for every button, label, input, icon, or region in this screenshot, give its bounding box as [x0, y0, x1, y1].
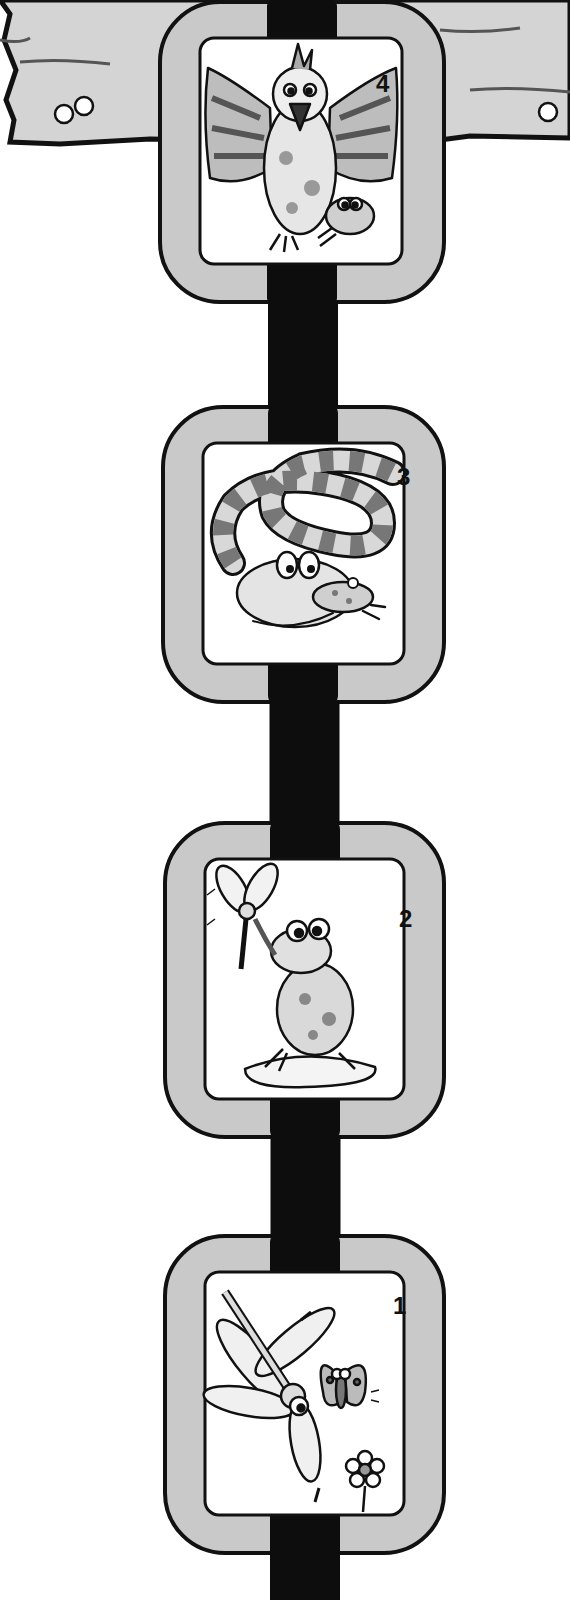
frog-drawing [207, 858, 375, 1087]
dragonfly-drawing [201, 1292, 384, 1512]
callout-number: 4 [376, 72, 389, 96]
nail-hole [539, 103, 557, 121]
callout-number: 3 [397, 465, 410, 489]
chain-bar-line [271, 1135, 341, 1238]
nail-hole [75, 97, 93, 115]
snake-drawing [223, 461, 393, 628]
chain-bar-line [270, 700, 340, 825]
chain-bar-connector [305, 1135, 306, 1238]
chain-bar-connector [303, 300, 304, 409]
callout-number: 2 [399, 907, 412, 931]
picture-panel [200, 38, 404, 1515]
callout-number: 1 [393, 1294, 406, 1318]
nail-hole [55, 105, 73, 123]
bird-drawing [205, 44, 397, 252]
chain-bar-connector [304, 700, 305, 825]
chain-bar-line [268, 300, 338, 409]
